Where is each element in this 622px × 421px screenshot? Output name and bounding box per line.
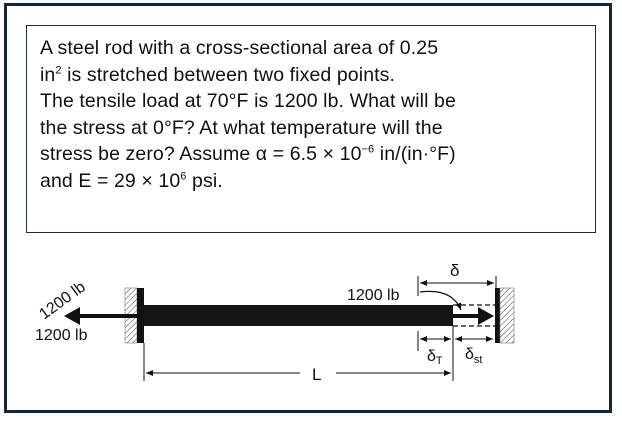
subscript: T: [436, 355, 443, 367]
outer-frame: [4, 3, 612, 413]
rod-extension-dashed: [453, 304, 495, 327]
left-force-arrow: [64, 307, 137, 325]
text: is stretched between two fixed points.: [61, 63, 396, 86]
text: stress be zero? Assume α = 6.5 × 10: [40, 143, 362, 165]
right-wall-plate: [495, 288, 500, 343]
right-force-arrow: [453, 307, 494, 325]
text: the stress at 0°F? At what temperature w…: [40, 116, 443, 139]
delta-dimension: [417, 276, 497, 296]
problem-line: stress be zero? Assume α = 6.5 × 10−6 in…: [40, 141, 595, 168]
problem-line: the stress at 0°F? At what temperature w…: [40, 115, 595, 142]
problem-text: A steel rod with a cross-sectional area …: [40, 35, 595, 194]
delta-t-label: δT: [427, 348, 443, 367]
left-wall-plate: [137, 288, 144, 343]
load-label-right: 1200 lb: [347, 287, 400, 304]
problem-line: A steel rod with a cross-sectional area …: [40, 35, 595, 62]
right-wall-hatch: [499, 287, 515, 344]
text: in/(in·°F): [374, 143, 456, 165]
curved-pointer-arrow: [419, 290, 462, 311]
superscript: 6: [180, 170, 187, 182]
length-label: L: [312, 365, 321, 384]
text: The tensile load at 70°F is 1200 lb. Wha…: [40, 90, 456, 112]
superscript: −6: [361, 143, 375, 156]
problem-line: in2 is stretched between two fixed point…: [40, 62, 595, 89]
problem-line: The tensile load at 70°F is 1200 lb. Wha…: [40, 88, 595, 115]
symbol: δ: [427, 348, 436, 365]
problem-statement-box: A steel rod with a cross-sectional area …: [26, 25, 596, 233]
delta-label: δ: [450, 261, 459, 280]
text: in: [40, 63, 56, 86]
delta-st-label: δst: [465, 346, 482, 366]
superscript: 2: [55, 64, 62, 76]
text: and E = 29 × 10: [40, 169, 181, 192]
text: psi.: [186, 169, 223, 192]
symbol: δ: [465, 346, 474, 363]
text: A steel rod with a cross-sectional area …: [40, 37, 439, 59]
problem-line: and E = 29 × 106 psi.: [40, 168, 595, 195]
steel-rod: [144, 305, 453, 326]
delta-t-dimension: [417, 326, 454, 351]
length-dimension: [143, 343, 454, 381]
subscript: st: [474, 354, 483, 366]
load-label-left: 1200 lb: [35, 327, 88, 344]
